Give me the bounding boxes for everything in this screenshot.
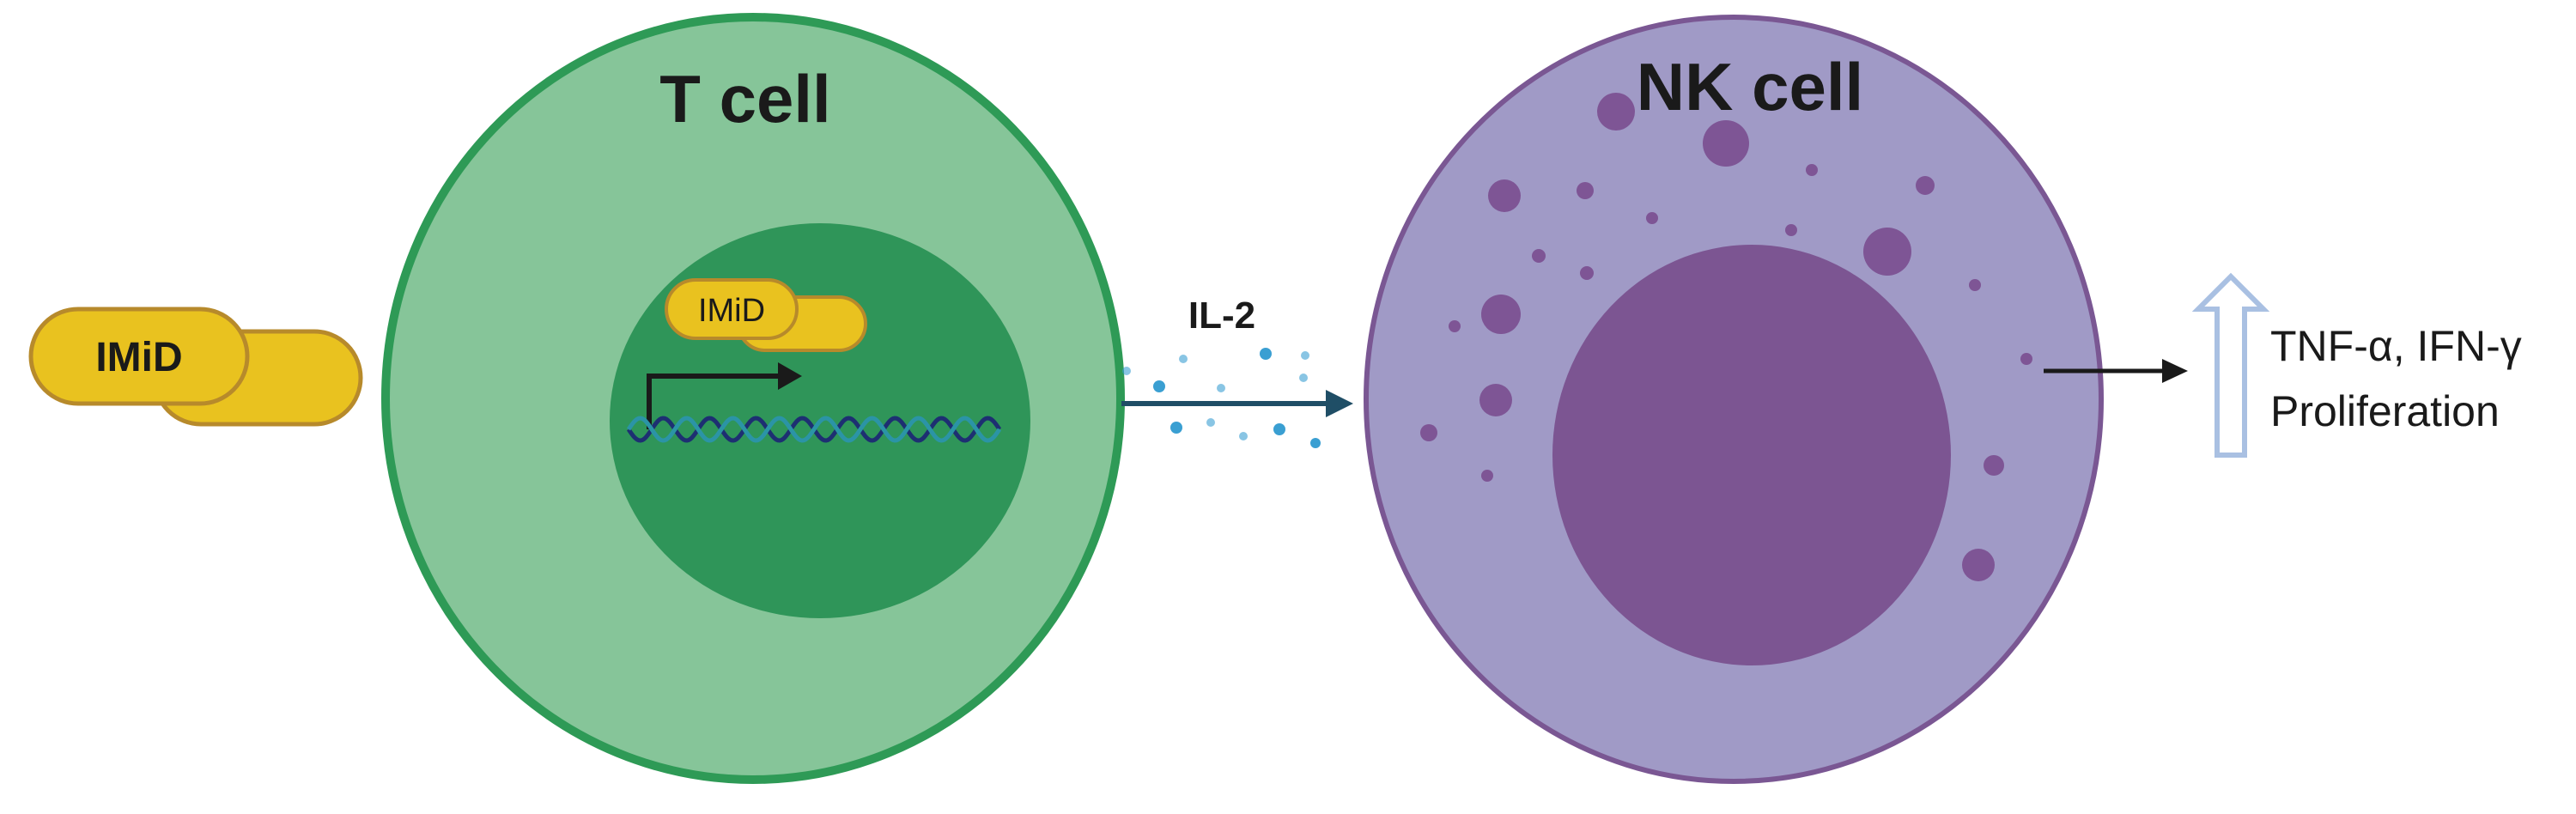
imid-label-outside: IMiD xyxy=(95,335,182,380)
nk-granule xyxy=(1420,424,1437,441)
nk-granule xyxy=(1479,384,1512,416)
dna-helix-icon xyxy=(626,416,1002,443)
il2-dot xyxy=(1217,384,1225,392)
nk-granule xyxy=(1916,176,1935,195)
nk-granule xyxy=(1532,249,1546,263)
il2-arrow-icon xyxy=(1121,390,1353,417)
nk-granule xyxy=(1577,182,1594,199)
up-arrow-icon xyxy=(2191,272,2270,458)
il2-dot xyxy=(1239,432,1248,440)
il2-dot xyxy=(1206,418,1215,427)
nk-granule xyxy=(1488,179,1521,212)
nk-granule xyxy=(1785,224,1797,236)
il2-dot xyxy=(1153,380,1165,392)
transcription-start-arrow-icon xyxy=(647,362,802,429)
nk-granule xyxy=(1806,164,1818,176)
imid-bound-front xyxy=(665,278,799,340)
nk-granule xyxy=(1969,279,1981,291)
il2-secretion: IL-2 xyxy=(1121,295,1353,448)
imid-label-bound: IMiD xyxy=(698,293,765,329)
nk-granules xyxy=(1420,93,2032,581)
nk-cell-nucleus xyxy=(1552,245,1951,665)
il2-dot xyxy=(1273,423,1285,435)
nk-granule xyxy=(1597,93,1635,131)
nk-granule xyxy=(1863,228,1911,276)
nk-cell: NK cell xyxy=(1364,15,2104,784)
il2-label: IL-2 xyxy=(1188,295,1255,337)
nk-cell-label: NK cell xyxy=(1637,49,1863,125)
nk-granule xyxy=(1580,266,1594,280)
nk-granule xyxy=(2020,353,2032,365)
t-cell-label: T cell xyxy=(659,61,830,137)
nk-granule xyxy=(1481,295,1521,334)
nk-granule xyxy=(1646,212,1658,224)
il2-dot xyxy=(1299,374,1308,382)
il2-dot xyxy=(1301,351,1309,360)
il2-dots xyxy=(1122,348,1321,448)
il2-dot xyxy=(1260,348,1272,360)
nk-granule xyxy=(1481,470,1493,482)
imid-drug-outside: IMiD xyxy=(28,307,363,427)
t-cell: T cell IMiD xyxy=(381,13,1125,784)
il2-dot xyxy=(1179,355,1188,363)
il2-dot xyxy=(1170,422,1182,434)
il2-dot xyxy=(1310,438,1321,448)
outcome-cytokines: TNF-α, IFN-γ xyxy=(2270,322,2522,370)
outcome-proliferation: Proliferation xyxy=(2270,387,2500,435)
nk-granule xyxy=(1984,455,2004,476)
imid-capsule-front xyxy=(28,307,250,406)
nk-output-arrow-icon xyxy=(2044,359,2188,383)
il2-dot xyxy=(1122,367,1131,375)
nk-granule xyxy=(1962,549,1995,581)
nk-granule xyxy=(1703,120,1749,167)
nk-granule xyxy=(1449,320,1461,332)
imid-drug-bound: IMiD xyxy=(665,278,867,352)
outcome-labels: TNF-α, IFN-γ Proliferation xyxy=(2270,322,2522,435)
